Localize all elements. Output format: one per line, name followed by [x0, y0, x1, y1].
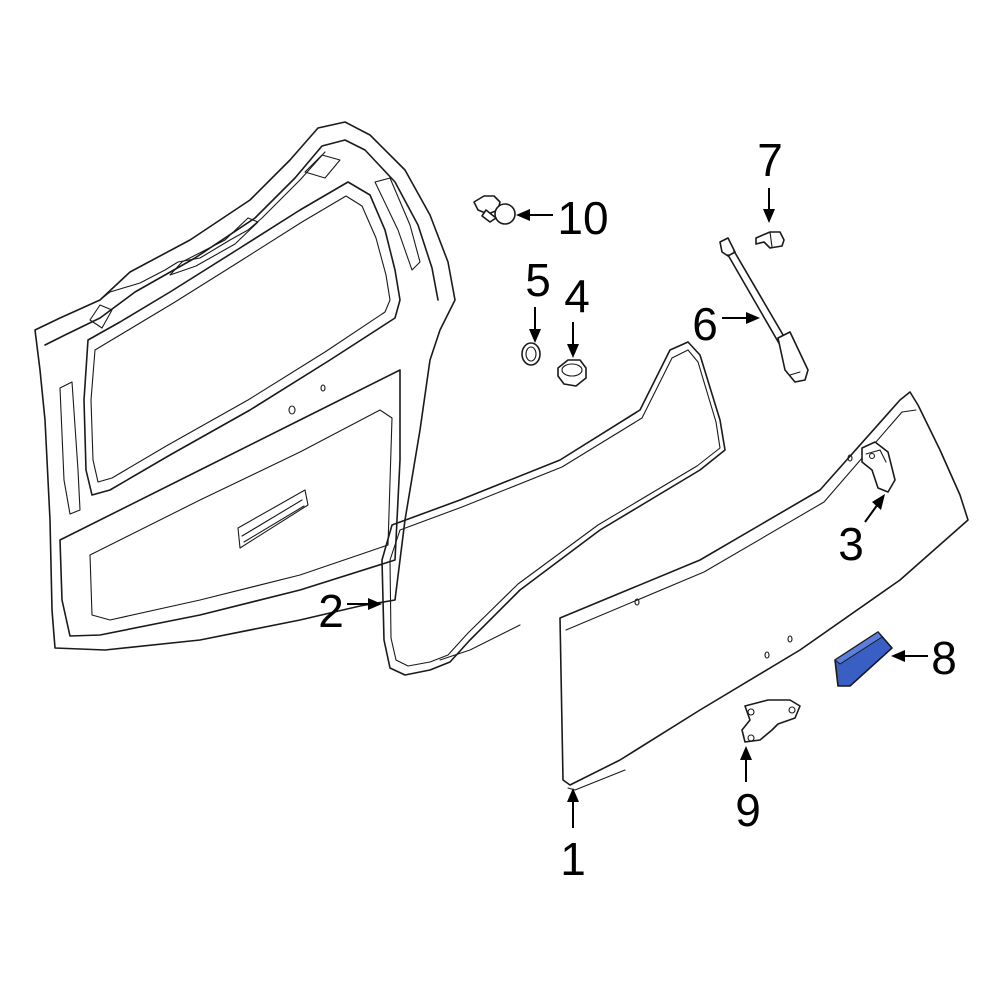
- callout-6: 6: [692, 298, 718, 350]
- arrowhead-8: [891, 650, 905, 662]
- callout-labels: 1 2 3 4 5 6 7 8 9 10: [318, 134, 957, 885]
- callout-10: 10: [557, 192, 608, 244]
- leader-arrows: [347, 188, 928, 828]
- callout-2: 2: [318, 585, 344, 637]
- part-3-hinge-bracket: [861, 441, 896, 493]
- part-10-fastener: [473, 195, 516, 225]
- part-9-hinge-bracket: [741, 699, 801, 743]
- arrowhead-3: [872, 494, 885, 510]
- liftgate-frame: [34, 121, 456, 651]
- part-6-support-strut: [719, 237, 809, 383]
- part-8-trim-highlighted: [834, 631, 893, 687]
- arrowhead-9: [740, 746, 752, 760]
- arrowhead-5: [529, 329, 541, 343]
- callout-1: 1: [560, 833, 586, 885]
- arrowhead-7: [763, 209, 775, 223]
- callout-8: 8: [931, 632, 957, 684]
- arrowhead-1: [567, 788, 579, 802]
- part-7-bolt: [755, 231, 785, 249]
- arrowhead-4: [567, 344, 579, 358]
- part-4-grommet: [557, 359, 587, 387]
- arrowhead-6: [746, 312, 760, 324]
- arrowhead-2: [368, 598, 382, 610]
- callout-7: 7: [757, 134, 783, 186]
- callout-3: 3: [838, 518, 864, 570]
- arrow-3: [864, 503, 879, 523]
- arrowhead-10: [516, 209, 530, 221]
- part-2-weatherstrip: [381, 341, 726, 676]
- part-5-plug: [521, 342, 541, 366]
- callout-9: 9: [735, 784, 761, 836]
- callout-4: 4: [564, 270, 590, 322]
- part-1-glass: [559, 391, 969, 791]
- callout-5: 5: [525, 254, 551, 306]
